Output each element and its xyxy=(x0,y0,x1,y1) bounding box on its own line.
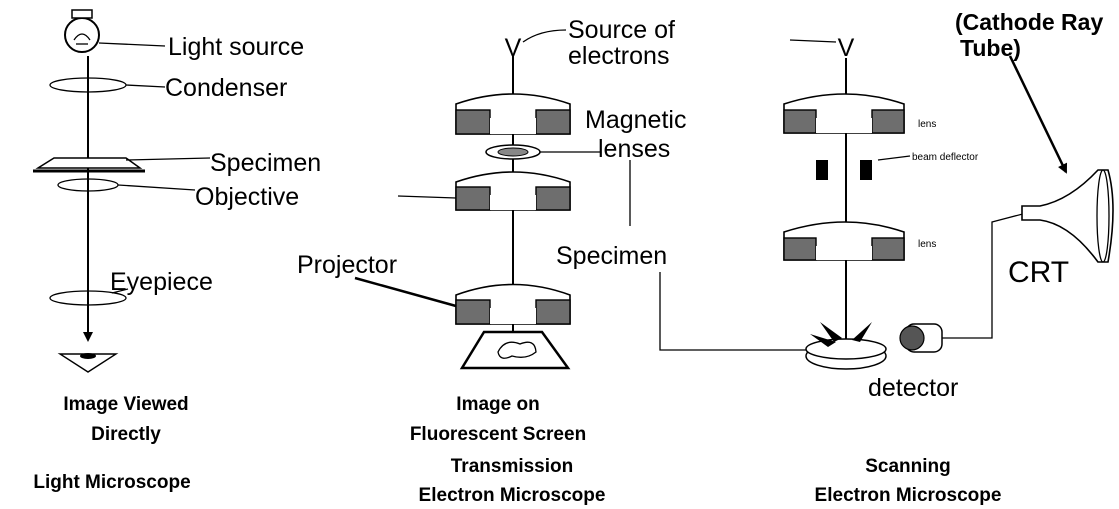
magnetic-lenses-line2: lenses xyxy=(598,135,670,163)
light-source-leader xyxy=(98,42,166,47)
sem-title-line2: Electron Microscope xyxy=(815,485,1002,506)
tem-condenser-magnet xyxy=(455,93,571,135)
condenser-leader xyxy=(125,84,166,88)
specimen-label-electron: Specimen xyxy=(556,242,667,270)
light-result-line2: Directly xyxy=(91,424,161,445)
sem-specimen-stage xyxy=(805,322,887,370)
specimen-label-light: Specimen xyxy=(210,149,321,177)
detector-cable xyxy=(942,209,1039,339)
magnetic-lenses-line1: Magnetic xyxy=(585,106,686,134)
beam-deflector-label: beam deflector xyxy=(912,152,979,163)
light-microscope-title: Light Microscope xyxy=(33,472,190,493)
specimen-leader xyxy=(125,157,211,161)
tem-specimen-disk xyxy=(485,144,541,160)
tem-result-line1: Image on xyxy=(456,394,539,415)
crt-label: CRT xyxy=(1008,256,1069,289)
tem-source-symbol: V xyxy=(505,34,522,62)
shared-specimen-callout: Specimen xyxy=(556,160,812,351)
sem-source-leader xyxy=(789,39,837,43)
eyepiece-lens xyxy=(49,290,127,306)
objective-label: Objective xyxy=(195,183,299,211)
sem-top-lens xyxy=(783,93,905,134)
eyepiece-leader xyxy=(111,288,129,294)
beam-deflector xyxy=(816,160,872,180)
condenser-label: Condenser xyxy=(165,74,287,102)
crt-note-arrow xyxy=(1008,55,1068,174)
sem-lens-top-label: lens xyxy=(918,119,936,130)
emission-arrow-left xyxy=(810,334,836,347)
detector-icon xyxy=(899,323,943,353)
emission-arrow-right xyxy=(852,322,872,342)
sem-bottom-lens xyxy=(783,221,905,261)
objective-magnet-leader xyxy=(397,195,457,199)
sem-panel: V lens beam deflector lens xyxy=(783,9,1114,506)
light-bulb-icon xyxy=(64,9,100,53)
source-label-line1: Source of xyxy=(568,16,675,44)
tem-objective-magnet xyxy=(455,171,571,211)
light-source-label: Light source xyxy=(168,33,304,61)
tem-result-line2: Fluorescent Screen xyxy=(410,424,586,445)
emission-arrow-mid xyxy=(820,322,842,342)
source-label-line2: electrons xyxy=(568,42,669,70)
sem-title-line1: Scanning xyxy=(865,456,951,477)
sem-lens-bottom-label: lens xyxy=(918,239,936,250)
beam-deflector-leader xyxy=(877,155,911,161)
source-leader xyxy=(522,29,567,43)
tem-panel: V Source of electrons Magnetic lenses xyxy=(297,16,686,506)
eye-icon xyxy=(57,353,119,373)
crt-tube-icon xyxy=(1021,169,1114,263)
objective-leader xyxy=(117,184,196,191)
fluorescent-screen xyxy=(459,330,571,370)
light-result-line1: Image Viewed xyxy=(63,394,188,415)
projector-leader xyxy=(354,276,457,308)
sem-source-symbol: V xyxy=(838,34,855,62)
tem-title-line1: Transmission xyxy=(451,456,574,477)
specimen-slide xyxy=(33,157,145,173)
specimen-leader-bottom xyxy=(659,272,812,351)
crt-note-line1: (Cathode Ray xyxy=(955,9,1103,35)
detector-label: detector xyxy=(868,374,958,402)
projector-label: Projector xyxy=(297,251,397,279)
tem-title-line2: Electron Microscope xyxy=(419,485,606,506)
light-microscope-panel: Light source Condenser Specimen Objectiv… xyxy=(33,9,321,493)
eyepiece-label: Eyepiece xyxy=(110,268,213,296)
tem-projector-magnet xyxy=(455,283,571,325)
